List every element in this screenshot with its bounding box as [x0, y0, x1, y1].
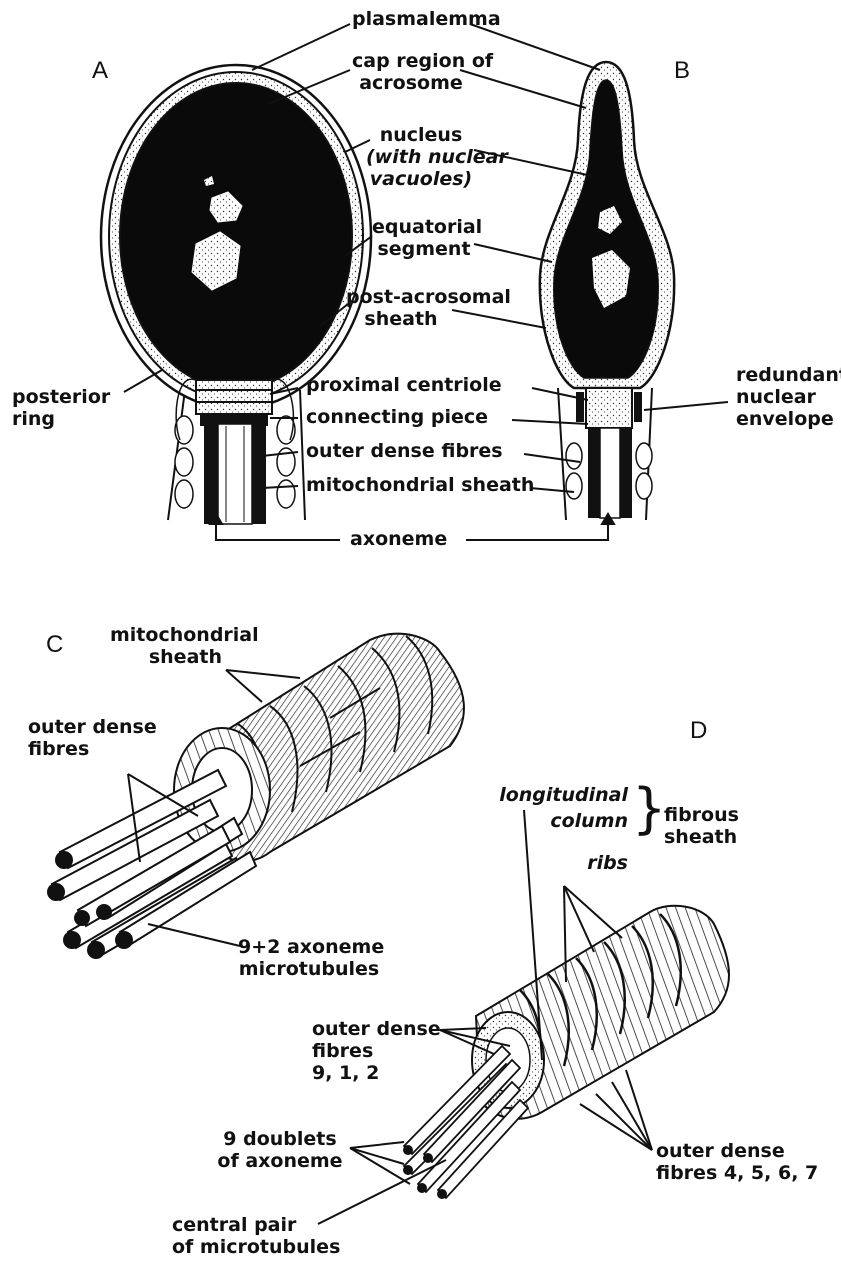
label-c-mitochondrial-sheath: mitochondrial sheath	[110, 624, 259, 668]
label-equatorial-line-2: segment	[372, 238, 476, 260]
label-outer-dense-fibres: outer dense fibres	[306, 440, 503, 462]
label-nucleus-line-1: nucleus	[366, 124, 476, 146]
panel-letter-a: A	[92, 60, 108, 82]
label-d-ribs: ribs	[496, 852, 628, 874]
panel-letter-c: C	[46, 634, 63, 656]
label-posterior-ring: posterior ring	[12, 386, 110, 430]
label-d-fibrous-sheath: fibrous sheath	[664, 804, 739, 848]
label-redundant-nuclear-envelope: redundant nuclear envelope	[736, 364, 841, 430]
label-nucleus-line-2: (with nuclear	[366, 146, 476, 168]
panel-letter-d: D	[690, 720, 707, 742]
label-d-doublets: 9 doublets of axoneme	[210, 1128, 350, 1172]
label-redundant-line-1: redundant	[736, 364, 841, 386]
label-c-axoneme-microtubules: 9+2 axoneme microtubules	[238, 936, 380, 980]
label-redundant-line-2: nuclear	[736, 386, 841, 408]
label-nucleus-line-3: vacuoles)	[366, 168, 476, 190]
label-nucleus: nucleus (with nuclear vacuoles)	[366, 124, 476, 190]
label-post-acrosomal-sheath: post-acrosomal sheath	[346, 286, 456, 330]
label-d-odf-top-line-3: 9, 1, 2	[312, 1062, 441, 1084]
label-posterior-ring-line-2: ring	[12, 408, 110, 430]
label-c-mito-line-2: sheath	[110, 646, 222, 668]
label-d-outer-dense-fibres-4-5-6-7: outer dense fibres 4, 5, 6, 7	[656, 1140, 818, 1184]
label-d-odf-top-line-2: fibres	[312, 1040, 441, 1062]
label-d-fibrous-line-2: sheath	[664, 826, 739, 848]
label-c-axoneme-line-2: microtubules	[238, 958, 380, 980]
label-d-odf-top-line-1: outer dense	[312, 1018, 441, 1040]
panel-c-midpiece	[47, 634, 464, 959]
label-redundant-line-3: envelope	[736, 408, 841, 430]
panel-letter-b: B	[674, 60, 690, 82]
label-d-outer-dense-fibres-9-1-2: outer dense fibres 9, 1, 2	[312, 1018, 441, 1084]
label-axoneme: axoneme	[350, 528, 447, 550]
label-d-fibrous-line-1: fibrous	[664, 804, 739, 826]
label-mitochondrial-sheath: mitochondrial sheath	[306, 474, 534, 496]
label-d-doublets-line-2: of axoneme	[210, 1150, 350, 1172]
label-d-central-pair: central pair of microtubules	[172, 1214, 340, 1258]
label-post-acrosomal-line-1: post-acrosomal	[346, 286, 456, 308]
label-equatorial-segment: equatorial segment	[372, 216, 476, 260]
label-c-mito-line-1: mitochondrial	[110, 624, 259, 646]
label-cap-region: cap region of acrosome	[352, 50, 470, 94]
label-cap-region-line-2: acrosome	[352, 72, 470, 94]
panel-b-neck-tail	[566, 388, 652, 518]
label-d-central-line-2: of microtubules	[172, 1236, 340, 1258]
label-d-column: column	[496, 810, 628, 832]
label-cap-region-line-1: cap region of	[352, 50, 470, 72]
fibrous-sheath-brace: }	[632, 782, 666, 836]
label-d-longitudinal: longitudinal	[496, 784, 628, 806]
label-c-axoneme-line-1: 9+2 axoneme	[238, 936, 380, 958]
label-plasmalemma: plasmalemma	[352, 8, 501, 30]
label-connecting-piece: connecting piece	[306, 406, 488, 428]
label-d-odf-right-line-1: outer dense	[656, 1140, 818, 1162]
label-proximal-centriole: proximal centriole	[306, 374, 502, 396]
label-d-odf-right-line-2: fibres 4, 5, 6, 7	[656, 1162, 818, 1184]
label-c-outer-dense-fibres: outer dense fibres	[28, 716, 157, 760]
label-c-odf-line-1: outer dense	[28, 716, 157, 738]
label-d-doublets-line-1: 9 doublets	[210, 1128, 350, 1150]
label-equatorial-line-1: equatorial	[372, 216, 476, 238]
label-d-central-line-1: central pair	[172, 1214, 340, 1236]
label-c-odf-line-2: fibres	[28, 738, 157, 760]
label-posterior-ring-line-1: posterior	[12, 386, 110, 408]
label-post-acrosomal-line-2: sheath	[346, 308, 456, 330]
